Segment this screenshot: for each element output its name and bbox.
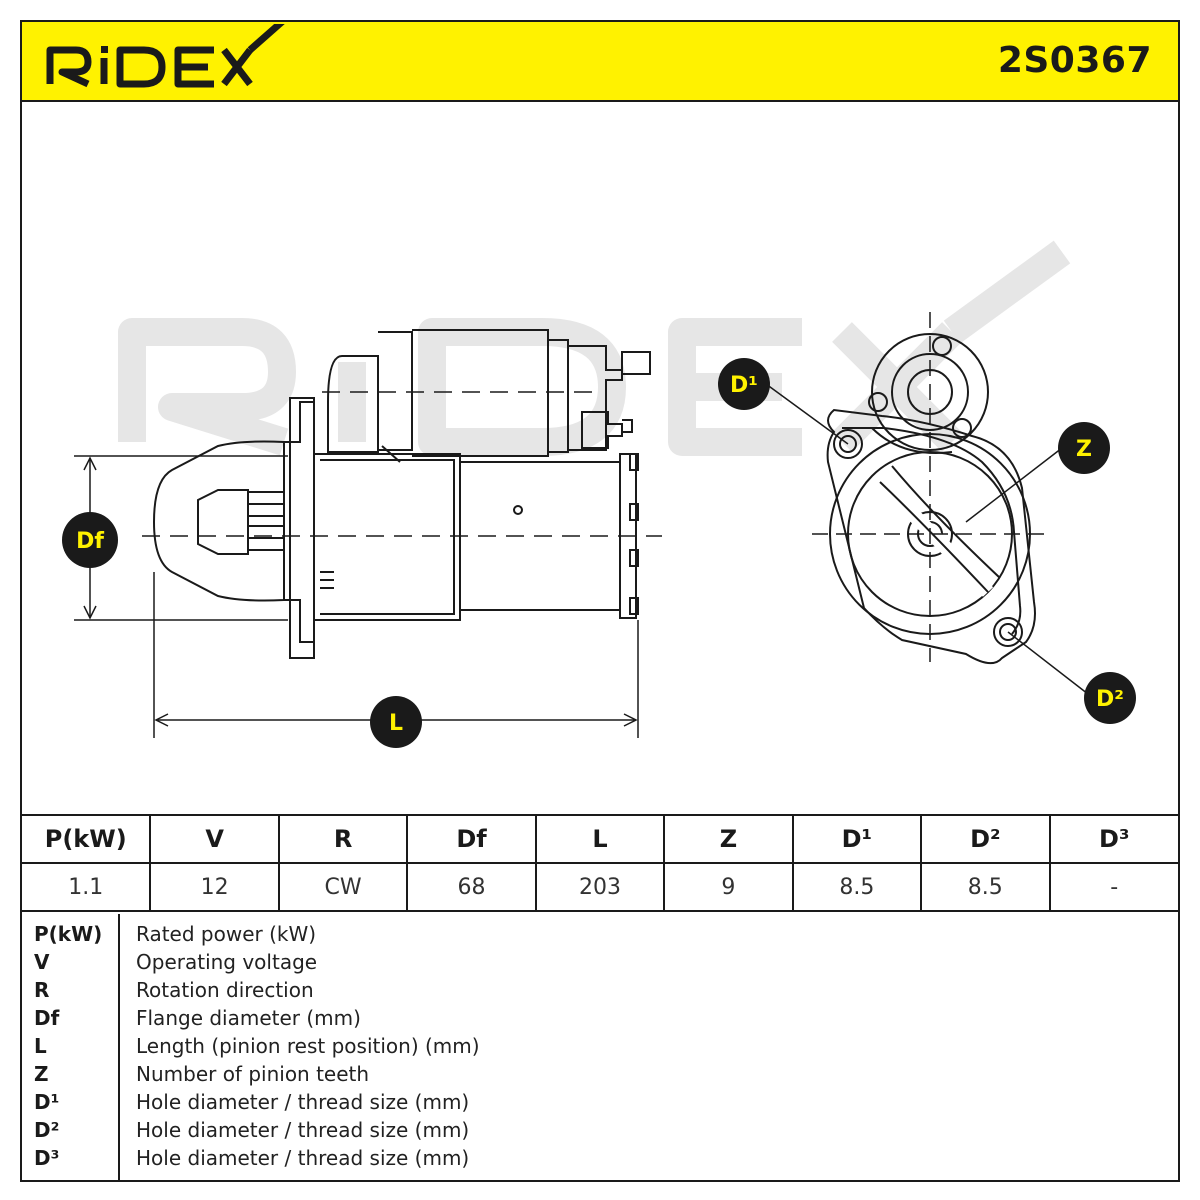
legend-desc: Rotation direction xyxy=(136,978,314,1002)
spec-header: D² xyxy=(920,814,1051,864)
callout-l: L xyxy=(370,696,422,748)
spec-header: D¹ xyxy=(791,814,923,864)
callout-z: Z xyxy=(1058,422,1110,474)
spec-table: P(kW) V R Df L Z D¹ D² D³ 1.1 12 CW 68 2… xyxy=(22,814,1178,912)
legend-desc: Length (pinion rest position) (mm) xyxy=(136,1034,480,1058)
svg-text:D¹: D¹ xyxy=(730,373,758,398)
callout-d1: D¹ xyxy=(718,358,770,410)
spec-value: 12 xyxy=(149,862,280,912)
callout-leaders xyxy=(765,383,1089,695)
spec-value-row: 1.1 12 CW 68 203 9 8.5 8.5 - xyxy=(22,862,1178,912)
legend-key: D¹ xyxy=(34,1090,60,1114)
spec-header-row: P(kW) V R Df L Z D¹ D² D³ xyxy=(22,814,1178,864)
legend-divider xyxy=(118,914,120,1180)
header-bar: 2S0367 xyxy=(22,22,1178,102)
spec-header: D³ xyxy=(1048,814,1178,864)
legend-key: D³ xyxy=(34,1146,60,1170)
legend-item: D¹ Hole diameter / thread size (mm) xyxy=(22,1090,1178,1118)
ridex-logo xyxy=(46,24,285,88)
legend-key: D² xyxy=(34,1118,60,1142)
spec-value: 8.5 xyxy=(920,862,1051,912)
legend-desc: Hole diameter / thread size (mm) xyxy=(136,1090,470,1114)
starter-side-view xyxy=(152,329,651,659)
legend-key: L xyxy=(34,1034,47,1058)
spec-header: L xyxy=(534,814,666,864)
legend-item: Z Number of pinion teeth xyxy=(22,1062,1178,1090)
legend-desc: Rated power (kW) xyxy=(136,922,317,946)
spec-value: CW xyxy=(277,862,409,912)
legend-key: Df xyxy=(34,1006,60,1030)
l-dimension xyxy=(153,572,639,738)
callout-d2: D² xyxy=(1084,672,1136,724)
legend-key: R xyxy=(34,978,50,1002)
spec-value: 8.5 xyxy=(791,862,923,912)
svg-text:D²: D² xyxy=(1096,687,1124,712)
spec-value: - xyxy=(1048,862,1178,912)
spec-header: R xyxy=(277,814,409,864)
spec-header: P(kW) xyxy=(22,814,152,864)
legend-item: L Length (pinion rest position) (mm) xyxy=(22,1034,1178,1062)
legend-item: Df Flange diameter (mm) xyxy=(22,1006,1178,1034)
legend-key: V xyxy=(34,950,50,974)
legend-item: V Operating voltage xyxy=(22,950,1178,978)
spec-value: 1.1 xyxy=(22,862,152,912)
legend-desc: Number of pinion teeth xyxy=(136,1062,370,1086)
legend: P(kW) Rated power (kW) V Operating volta… xyxy=(22,914,1178,1180)
legend-desc: Hole diameter / thread size (mm) xyxy=(136,1146,470,1170)
svg-text:Z: Z xyxy=(1076,437,1092,462)
legend-key: P(kW) xyxy=(34,922,103,946)
legend-desc: Operating voltage xyxy=(136,950,318,974)
svg-text:L: L xyxy=(389,711,403,736)
callout-df: Df xyxy=(62,512,118,568)
technical-drawing: D¹ Z D² Df L xyxy=(62,240,1136,748)
spec-value: 9 xyxy=(663,862,794,912)
legend-item: D² Hole diameter / thread size (mm) xyxy=(22,1118,1178,1146)
end-view-centerline xyxy=(812,312,1052,662)
centerline xyxy=(142,391,662,537)
starter-end-view xyxy=(826,333,1036,665)
legend-key: Z xyxy=(34,1062,49,1086)
legend-item: R Rotation direction xyxy=(22,978,1178,1006)
spec-value: 203 xyxy=(534,862,666,912)
legend-item: D³ Hole diameter / thread size (mm) xyxy=(22,1146,1178,1174)
spec-header: Df xyxy=(406,814,537,864)
legend-desc: Flange diameter (mm) xyxy=(136,1006,361,1030)
part-number: 2S0367 xyxy=(997,40,1152,81)
legend-item: P(kW) Rated power (kW) xyxy=(22,922,1178,950)
legend-desc: Hole diameter / thread size (mm) xyxy=(136,1118,470,1142)
svg-text:Df: Df xyxy=(76,529,104,554)
spec-header: V xyxy=(149,814,280,864)
spec-value: 68 xyxy=(406,862,537,912)
spec-header: Z xyxy=(663,814,794,864)
datasheet-frame: 2S0367 xyxy=(20,20,1180,1182)
